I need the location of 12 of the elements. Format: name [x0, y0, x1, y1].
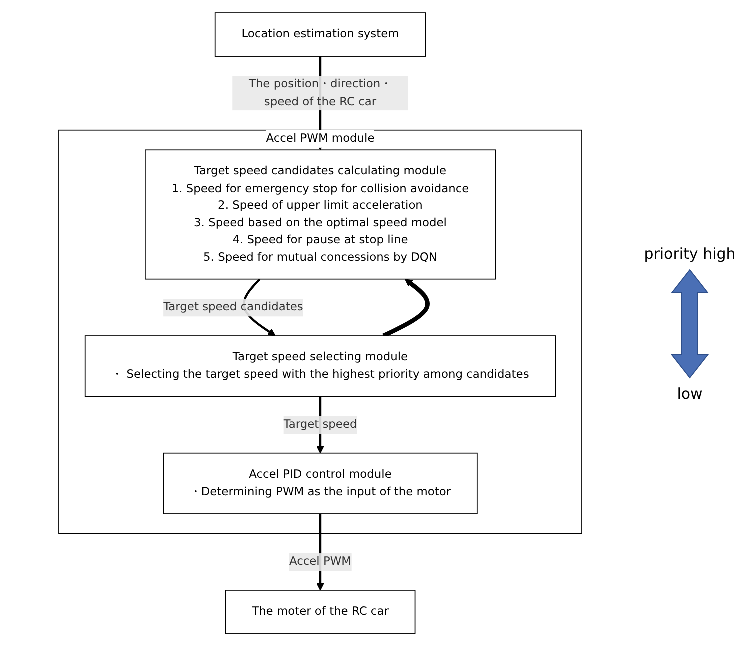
node-box: Location estimation system [214, 12, 426, 57]
node-box: The moter of the RC car [225, 590, 416, 634]
node-box: Accel PID control module ・Determining PWM as the input of the motor [163, 452, 478, 514]
node-box: Target speed selecting module ・ Selecting the target speed with the highest priority among candidates [84, 336, 556, 398]
edge-label: The position・direction・speed of the RC car [248, 78, 392, 108]
priority-label: priority high [644, 244, 736, 262]
node-box: Target speed candidates calculating module 1. Speed for emergency stop for collision avoidance 2. Speed of upper limit acceleration 3. Speed based on the optimal speed model 4. Speed for pause at stop line 5. Speed for mutual concessions by DQN [145, 150, 496, 280]
edge-label: Target speed [284, 418, 358, 432]
edge-label: Target speed candidates [164, 300, 304, 314]
arrow [382, 278, 430, 338]
edge-label: Accel PWM [289, 555, 352, 568]
priority-label: low [677, 384, 703, 402]
